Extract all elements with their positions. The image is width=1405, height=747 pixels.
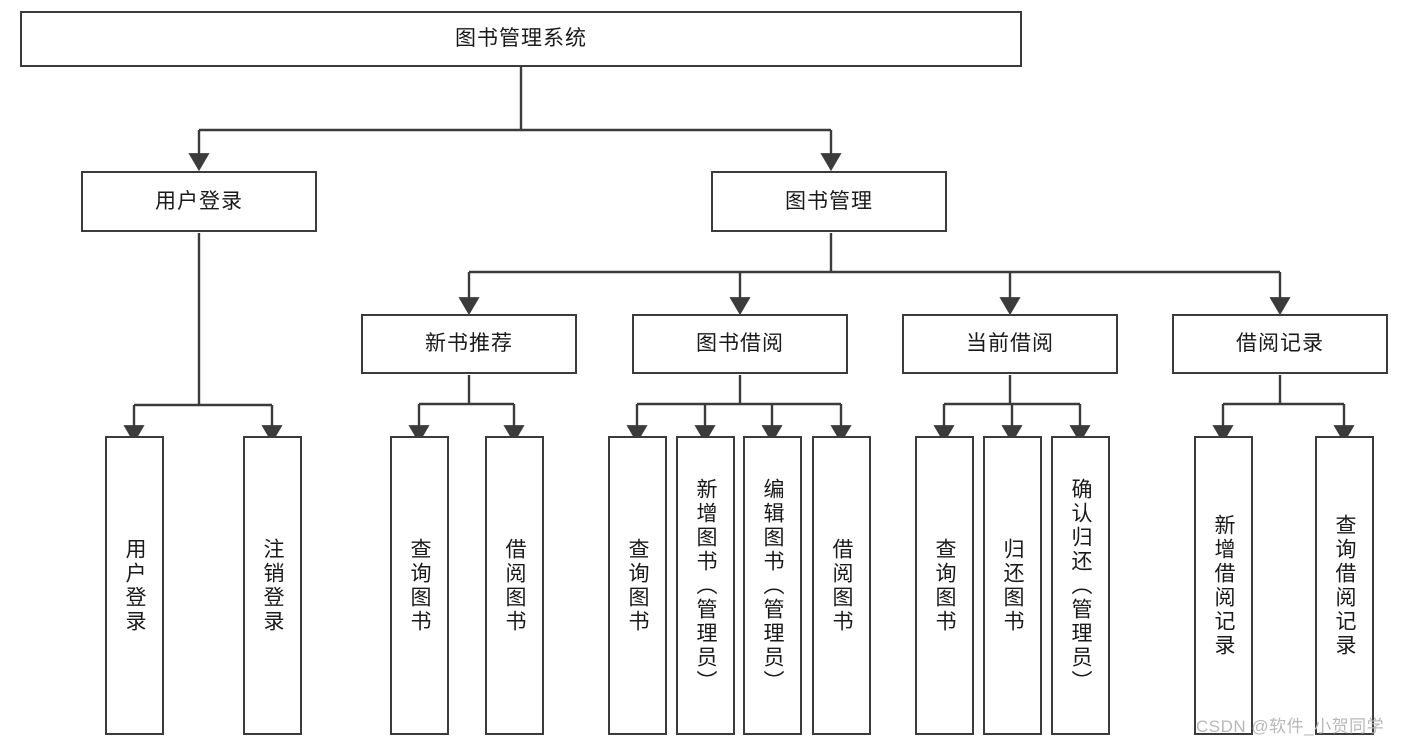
node-book-management[interactable]: 图书管理 bbox=[711, 171, 947, 232]
node-borrow-record[interactable]: 借阅记录 bbox=[1172, 314, 1388, 374]
leaf-new-book-query-book[interactable]: 查询图书 bbox=[390, 436, 449, 735]
node-label: 查询图书 bbox=[408, 537, 432, 634]
node-label: 新增图书（管理员） bbox=[694, 477, 718, 694]
node-book-borrow[interactable]: 图书借阅 bbox=[632, 314, 848, 374]
leaf-book-borrow-edit-book-admin[interactable]: 编辑图书（管理员） bbox=[743, 436, 802, 735]
leaf-book-borrow-query-book[interactable]: 查询图书 bbox=[608, 436, 667, 735]
node-label: 归还图书 bbox=[1001, 537, 1025, 634]
node-label: 编辑图书（管理员） bbox=[761, 477, 785, 694]
leaf-borrow-record-add-record[interactable]: 新增借阅记录 bbox=[1194, 436, 1253, 735]
leaf-current-borrow-confirm-return-admin[interactable]: 确认归还（管理员） bbox=[1051, 436, 1110, 735]
watermark: CSDN @软件_小贺同学 bbox=[1196, 717, 1385, 736]
leaf-borrow-record-query-record[interactable]: 查询借阅记录 bbox=[1315, 436, 1374, 735]
leaf-user-login-signin[interactable]: 用户登录 bbox=[105, 436, 164, 735]
node-label: 借阅图书 bbox=[503, 537, 527, 634]
node-root-book-management-system[interactable]: 图书管理系统 bbox=[20, 11, 1022, 67]
leaf-book-borrow-add-book-admin[interactable]: 新增图书（管理员） bbox=[676, 436, 735, 735]
leaf-user-login-signout[interactable]: 注销登录 bbox=[243, 436, 302, 735]
node-label: 新书推荐 bbox=[425, 332, 513, 356]
node-label: 查询借阅记录 bbox=[1333, 513, 1357, 658]
node-label: 确认归还（管理员） bbox=[1069, 477, 1093, 694]
leaf-current-borrow-query-book[interactable]: 查询图书 bbox=[915, 436, 974, 735]
node-label: 新增借阅记录 bbox=[1212, 513, 1236, 658]
node-label: 查询图书 bbox=[933, 537, 957, 634]
leaf-book-borrow-borrow-book[interactable]: 借阅图书 bbox=[812, 436, 871, 735]
leaf-new-book-borrow-book[interactable]: 借阅图书 bbox=[485, 436, 544, 735]
leaf-current-borrow-return-book[interactable]: 归还图书 bbox=[983, 436, 1042, 735]
node-user-login[interactable]: 用户登录 bbox=[81, 171, 317, 232]
node-label: 借阅图书 bbox=[830, 537, 854, 634]
node-label: 用户登录 bbox=[155, 189, 243, 213]
node-label: 图书借阅 bbox=[696, 332, 784, 356]
node-label: 借阅记录 bbox=[1236, 332, 1324, 356]
node-label: 图书管理系统 bbox=[455, 27, 587, 51]
node-label: 注销登录 bbox=[261, 537, 285, 634]
node-label: 图书管理 bbox=[785, 189, 873, 213]
node-label: 用户登录 bbox=[123, 537, 147, 634]
node-label: 当前借阅 bbox=[966, 332, 1054, 356]
node-label: 查询图书 bbox=[626, 537, 650, 634]
node-current-borrow[interactable]: 当前借阅 bbox=[902, 314, 1118, 374]
node-new-book-recommend[interactable]: 新书推荐 bbox=[361, 314, 577, 374]
